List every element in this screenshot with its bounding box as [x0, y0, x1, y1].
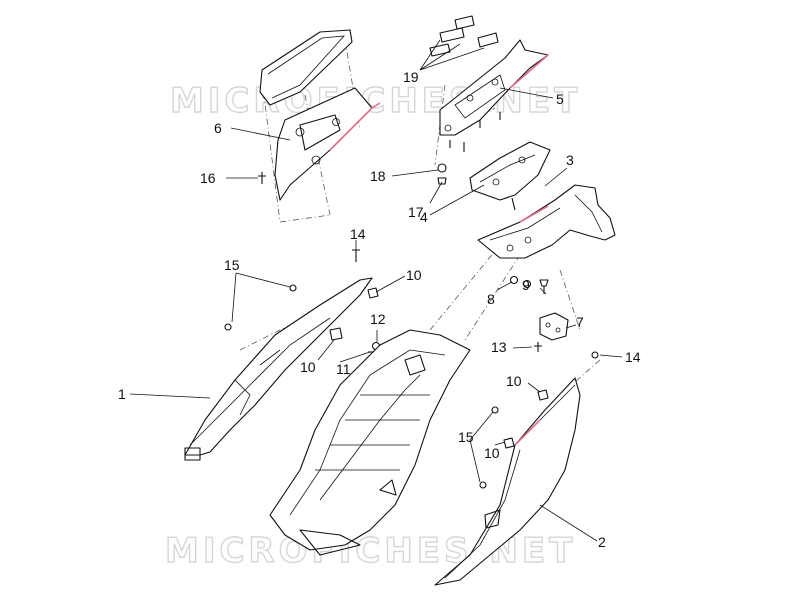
- part-1-left-side-panel: [184, 277, 373, 461]
- part-6-rear-light-cover: [259, 29, 381, 201]
- callout-14-right: 14: [625, 349, 641, 365]
- callout-1: 1: [118, 386, 126, 402]
- part-13-screw: [534, 342, 542, 352]
- callout-6: 6: [214, 120, 222, 136]
- part-19-labels: [429, 15, 499, 57]
- part-18-17-fasteners: [437, 163, 447, 185]
- leader-lines: [129, 39, 623, 542]
- part-3-rear-fender: [477, 184, 616, 259]
- callout-11: 11: [336, 361, 351, 377]
- part-15-left-clips: [224, 284, 297, 331]
- watermark-top: MICROFICHES.NET: [170, 81, 581, 121]
- callout-12: 12: [370, 311, 386, 327]
- part-4-bracket: [469, 141, 551, 211]
- callout-2: 2: [598, 534, 606, 550]
- callout-5: 5: [556, 91, 564, 107]
- callout-7: 7: [576, 314, 584, 330]
- part-2-right-side-panel: [434, 377, 581, 586]
- callout-17: 17: [408, 204, 424, 220]
- callout-9: 9: [522, 277, 530, 293]
- part-5-tail-panel: [439, 39, 549, 152]
- callout-13: 13: [491, 339, 507, 355]
- callout-14-top: 14: [350, 226, 366, 242]
- seat-base-tray: [269, 329, 471, 556]
- part-8-9-fasteners: [509, 275, 549, 294]
- callout-18: 18: [370, 168, 386, 184]
- callout-15-right: 15: [458, 429, 474, 445]
- part-15-right-clips: [479, 406, 499, 489]
- callout-16: 16: [200, 170, 216, 186]
- part-10-right-clips: [503, 389, 549, 449]
- part-7-plate-bracket: [539, 312, 569, 341]
- callout-15-left: 15: [224, 257, 240, 273]
- callout-8: 8: [487, 291, 495, 307]
- callout-10-bottom: 10: [484, 445, 500, 461]
- callout-10-right: 10: [506, 373, 522, 389]
- callout-numbers: 6 16 19 5 18 17 4 3 14 10 15 12 11 10 1 …: [118, 69, 641, 550]
- callout-19: 19: [403, 69, 419, 85]
- callout-10-top: 10: [406, 267, 422, 283]
- callout-10-left: 10: [300, 359, 316, 375]
- callout-3: 3: [566, 152, 574, 168]
- part-16-screw: [258, 172, 266, 184]
- watermark-bottom: MICROFICHES.NET: [165, 531, 576, 571]
- part-10-left-clips: [329, 287, 379, 341]
- callout-4: 4: [420, 209, 428, 225]
